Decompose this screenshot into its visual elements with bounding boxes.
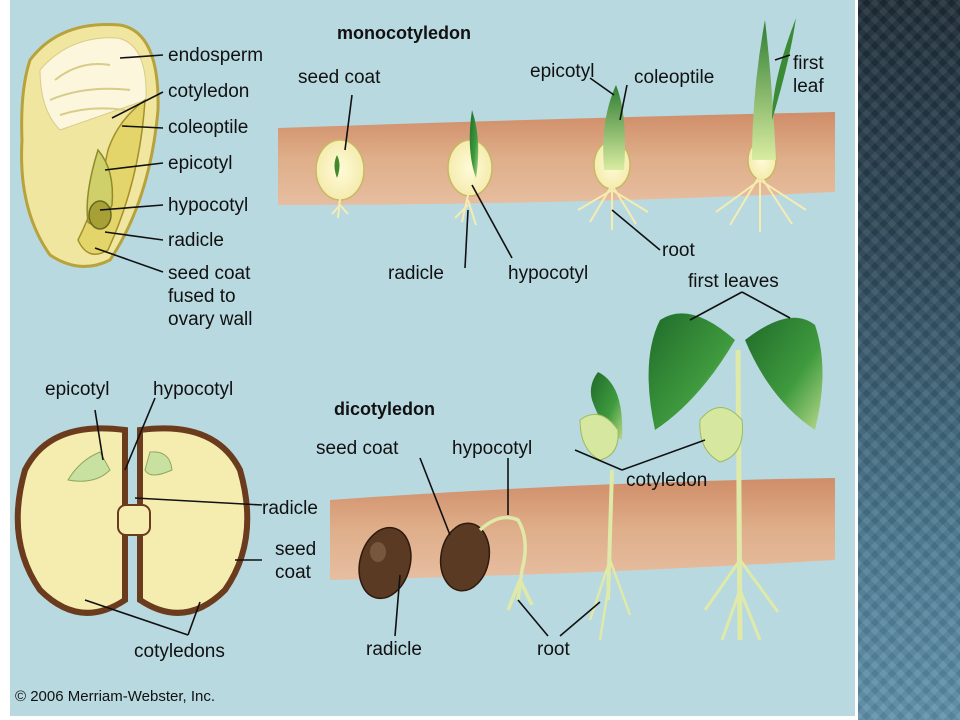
label-seed-coat-dicot: seed coat (316, 438, 399, 459)
copyright-notice: © 2006 Merriam-Webster, Inc. (15, 688, 216, 705)
label-endosperm: endosperm (168, 45, 264, 66)
dicot-stage-4 (648, 313, 823, 641)
bean-seed-section (14, 425, 251, 616)
monocot-heading: monocotyledon (337, 23, 471, 43)
label-cotyledons: cotyledons (134, 641, 225, 662)
label-radicle-bean: radicle (262, 498, 318, 519)
dicot-heading: dicotyledon (334, 399, 436, 419)
label-radicle-dicot: radicle (366, 639, 422, 660)
label-hypocotyl-seed: hypocotyl (168, 195, 249, 216)
label-coleoptile-seed: coleoptile (168, 117, 249, 138)
label-hypocotyl-monocot: hypocotyl (508, 263, 589, 284)
label-seed-coat-bean: seed coat (275, 539, 317, 583)
label-radicle-seed: radicle (168, 230, 224, 251)
decorative-sidebar (858, 0, 960, 720)
label-first-leaves: first leaves (688, 271, 779, 292)
label-first-leaf: first leaf (793, 53, 824, 97)
dicot-stage-3 (579, 372, 632, 641)
monocot-stage-4 (715, 18, 807, 232)
dicot-stage-2 (439, 515, 534, 611)
label-hypocotyl-bean: hypocotyl (153, 379, 234, 400)
dicot-stage-1 (358, 526, 412, 600)
label-seed-coat-fused: seed coat fused to ovary wall (168, 263, 253, 330)
label-root-dicot: root (537, 639, 570, 660)
corn-kernel-section (20, 22, 160, 268)
label-coleoptile-monocot: coleoptile (634, 67, 715, 88)
monocot-soil (278, 112, 835, 205)
label-seed-coat-monocot: seed coat (298, 67, 381, 88)
leader-lines (84, 54, 791, 637)
label-epicotyl-seed: epicotyl (168, 153, 233, 174)
label-cotyledon-dicot: cotyledon (626, 470, 708, 491)
label-cotyledon-monocot: cotyledon (168, 81, 250, 102)
label-hypocotyl-dicot: hypocotyl (452, 438, 533, 459)
label-epicotyl-monocot: epicotyl (530, 61, 595, 82)
label-radicle-monocot: radicle (388, 263, 444, 284)
monocot-stage-3 (577, 85, 649, 230)
label-epicotyl-bean: epicotyl (45, 379, 110, 400)
monocot-stage-1 (315, 139, 365, 219)
label-root-monocot: root (662, 240, 695, 261)
monocot-stage-2 (447, 110, 493, 226)
